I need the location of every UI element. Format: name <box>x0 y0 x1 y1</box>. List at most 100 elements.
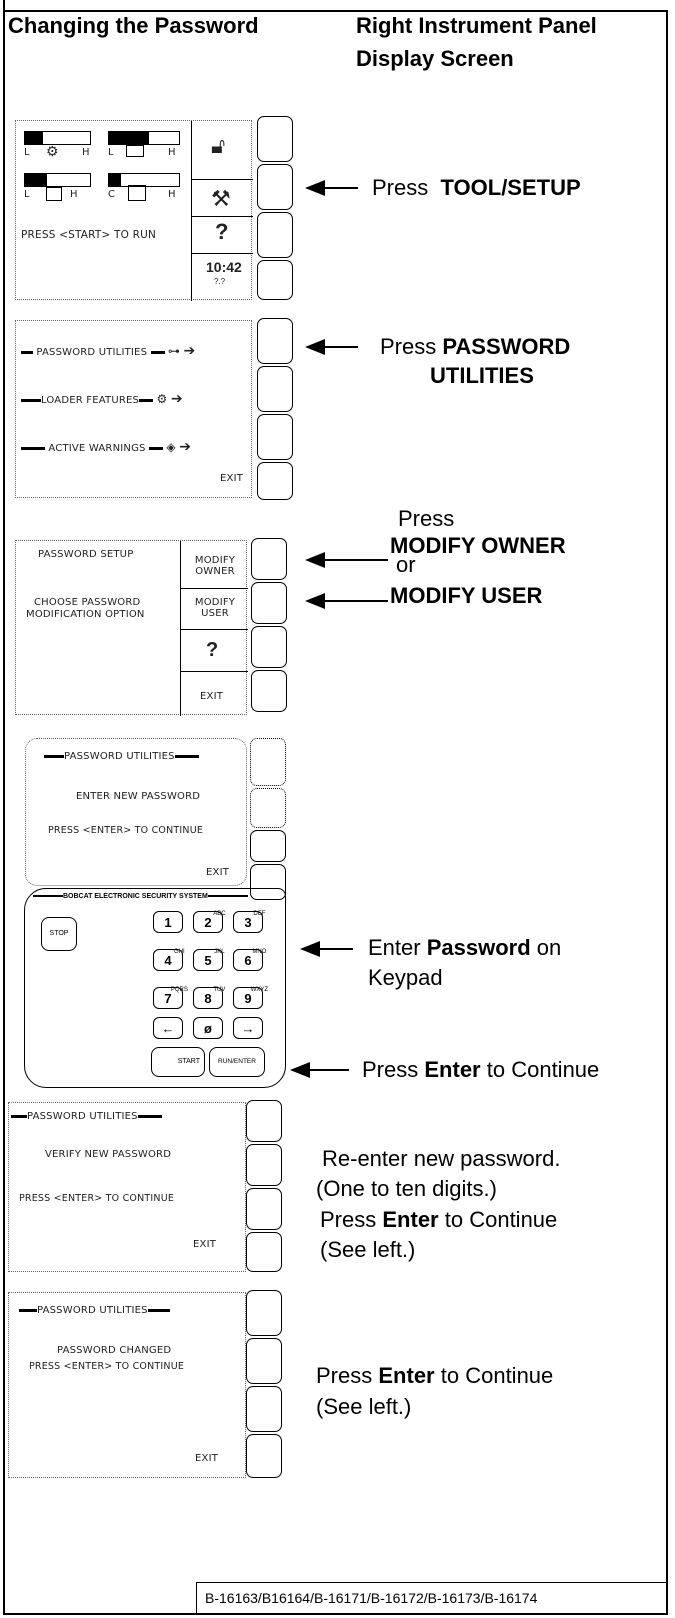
gauge-high-label: H <box>82 147 90 158</box>
help-icon: ? <box>206 639 219 661</box>
exit-label: EXIT <box>200 691 224 702</box>
screen-divider <box>180 541 181 716</box>
enter-new-password-text: ENTER NEW PASSWORD <box>76 791 201 802</box>
reenter-text: Re-enter new password. <box>322 1146 561 1171</box>
hydraulic-oil-gauge <box>24 173 91 187</box>
side-button-3[interactable] <box>246 1188 282 1230</box>
gauge-high-label: H <box>168 189 176 200</box>
battery-icon <box>126 145 144 157</box>
exit-button[interactable] <box>251 670 287 712</box>
menu-item-loader-features: LOADER FEATURES ⚙ ➔ <box>21 391 183 407</box>
gauge-cold-label: C <box>108 189 116 200</box>
press-enter-instruction: Press Enter to Continue <box>320 1207 558 1232</box>
press-enter-text: PRESS <ENTER> TO CONTINUE <box>29 1361 185 1372</box>
press-enter-text: PRESS <ENTER> TO CONTINUE <box>19 1193 175 1204</box>
side-button-2[interactable] <box>246 1338 282 1384</box>
press-enter-instruction: Press Enter to Continue <box>316 1363 554 1388</box>
unlock-icon: 🔓︎ <box>211 133 226 158</box>
password-changed-text: PASSWORD CHANGED <box>57 1345 172 1356</box>
key-left-arrow[interactable]: ← <box>153 1017 183 1039</box>
tool-setup-icon: ⚒ <box>211 186 231 211</box>
key-1[interactable]: 1 <box>153 911 183 933</box>
gauge-low-label: L <box>24 147 30 158</box>
tool-setup-button[interactable] <box>257 164 293 210</box>
key-0[interactable]: ø <box>193 1017 223 1039</box>
right-header-line2: Display Screen <box>356 46 514 71</box>
arrow-line <box>315 948 353 950</box>
arrow-icon <box>305 593 325 609</box>
figure-reference-codes: B-16163/B16164/B-16171/B-16172/B-16173/B… <box>196 1582 668 1615</box>
press-enter-text: PRESS <ENTER> TO CONTINUE <box>48 825 204 836</box>
arrow-line <box>320 187 358 189</box>
keypad-title: BOBCAT ELECTRONIC SECURITY SYSTEM <box>33 893 248 900</box>
coolant-temp-gauge <box>108 173 180 187</box>
exit-button[interactable] <box>246 1232 282 1272</box>
screen-divider <box>191 121 192 301</box>
key-right-arrow[interactable]: → <box>233 1017 263 1039</box>
screen-verify-password: PASSWORD UTILITIES VERIFY NEW PASSWORD P… <box>8 1102 246 1272</box>
side-button-1[interactable] <box>257 116 293 162</box>
help-button[interactable] <box>251 626 287 668</box>
side-button-3[interactable] <box>257 212 293 258</box>
side-button-2[interactable] <box>250 788 286 828</box>
modify-user-button[interactable] <box>251 582 287 624</box>
instruction-keypad: Keypad <box>368 965 443 990</box>
instruction-enter-password: Enter Password on <box>368 935 562 960</box>
exit-label: EXIT <box>206 867 230 878</box>
menu-item-password-utilities: PASSWORD UTILITIES ⊶ ➔ <box>21 343 195 359</box>
right-header-line1: Right Instrument Panel <box>356 13 597 38</box>
arrow-line <box>320 346 358 348</box>
modify-owner-button[interactable] <box>251 538 287 580</box>
figure-mark <box>3 0 5 10</box>
side-button-4[interactable] <box>257 260 293 300</box>
side-button-3[interactable] <box>250 830 286 862</box>
exit-button[interactable] <box>257 462 293 500</box>
exit-label: EXIT <box>193 1239 217 1250</box>
battery-gauge <box>108 131 180 145</box>
exit-label: EXIT <box>195 1453 219 1464</box>
arrow-line <box>305 1069 349 1071</box>
gauge-high-label: H <box>70 189 78 200</box>
top-rule <box>3 10 668 12</box>
gauge-low-label: L <box>24 189 30 200</box>
digits-text: (One to ten digits.) <box>316 1176 497 1201</box>
choose-option-line2: MODIFICATION OPTION <box>26 609 145 620</box>
side-button-1[interactable] <box>246 1100 282 1142</box>
side-button-2[interactable] <box>246 1144 282 1186</box>
choose-option-line1: CHOOSE PASSWORD <box>34 597 141 608</box>
instruction-password-utilities-line2: UTILITIES <box>430 363 534 388</box>
clock-time: 10:42 <box>206 259 242 275</box>
left-header: Changing the Password <box>8 13 259 38</box>
instruction-tool-setup: Press TOOL/SETUP <box>372 175 581 200</box>
instruction-modify-owner: MODIFY OWNER <box>390 533 566 558</box>
screen-enter-password: PASSWORD UTILITIES ENTER NEW PASSWORD PR… <box>25 738 247 886</box>
verify-title: PASSWORD UTILITIES <box>11 1111 162 1122</box>
gauge-high-label: H <box>168 147 176 158</box>
screen-main-menu: PASSWORD UTILITIES ⊶ ➔ LOADER FEATURES ⚙… <box>15 320 252 498</box>
start-button[interactable]: START <box>151 1047 205 1077</box>
screen-divider <box>180 588 248 589</box>
password-utilities-button[interactable] <box>257 318 293 364</box>
side-button-3[interactable] <box>246 1386 282 1432</box>
active-warnings-button[interactable] <box>257 414 293 460</box>
side-button-1[interactable] <box>246 1290 282 1336</box>
clock-sub: ?.? <box>214 277 226 286</box>
stop-button[interactable]: STOP <box>41 917 77 951</box>
side-button-1[interactable] <box>250 738 286 786</box>
loader-features-button[interactable] <box>257 366 293 412</box>
exit-button[interactable] <box>246 1434 282 1478</box>
enter-password-title: PASSWORD UTILITIES <box>44 751 199 762</box>
run-enter-button[interactable]: RUN/ENTER <box>209 1047 265 1077</box>
arrow-icon <box>300 941 320 957</box>
arrow-icon <box>305 339 325 355</box>
